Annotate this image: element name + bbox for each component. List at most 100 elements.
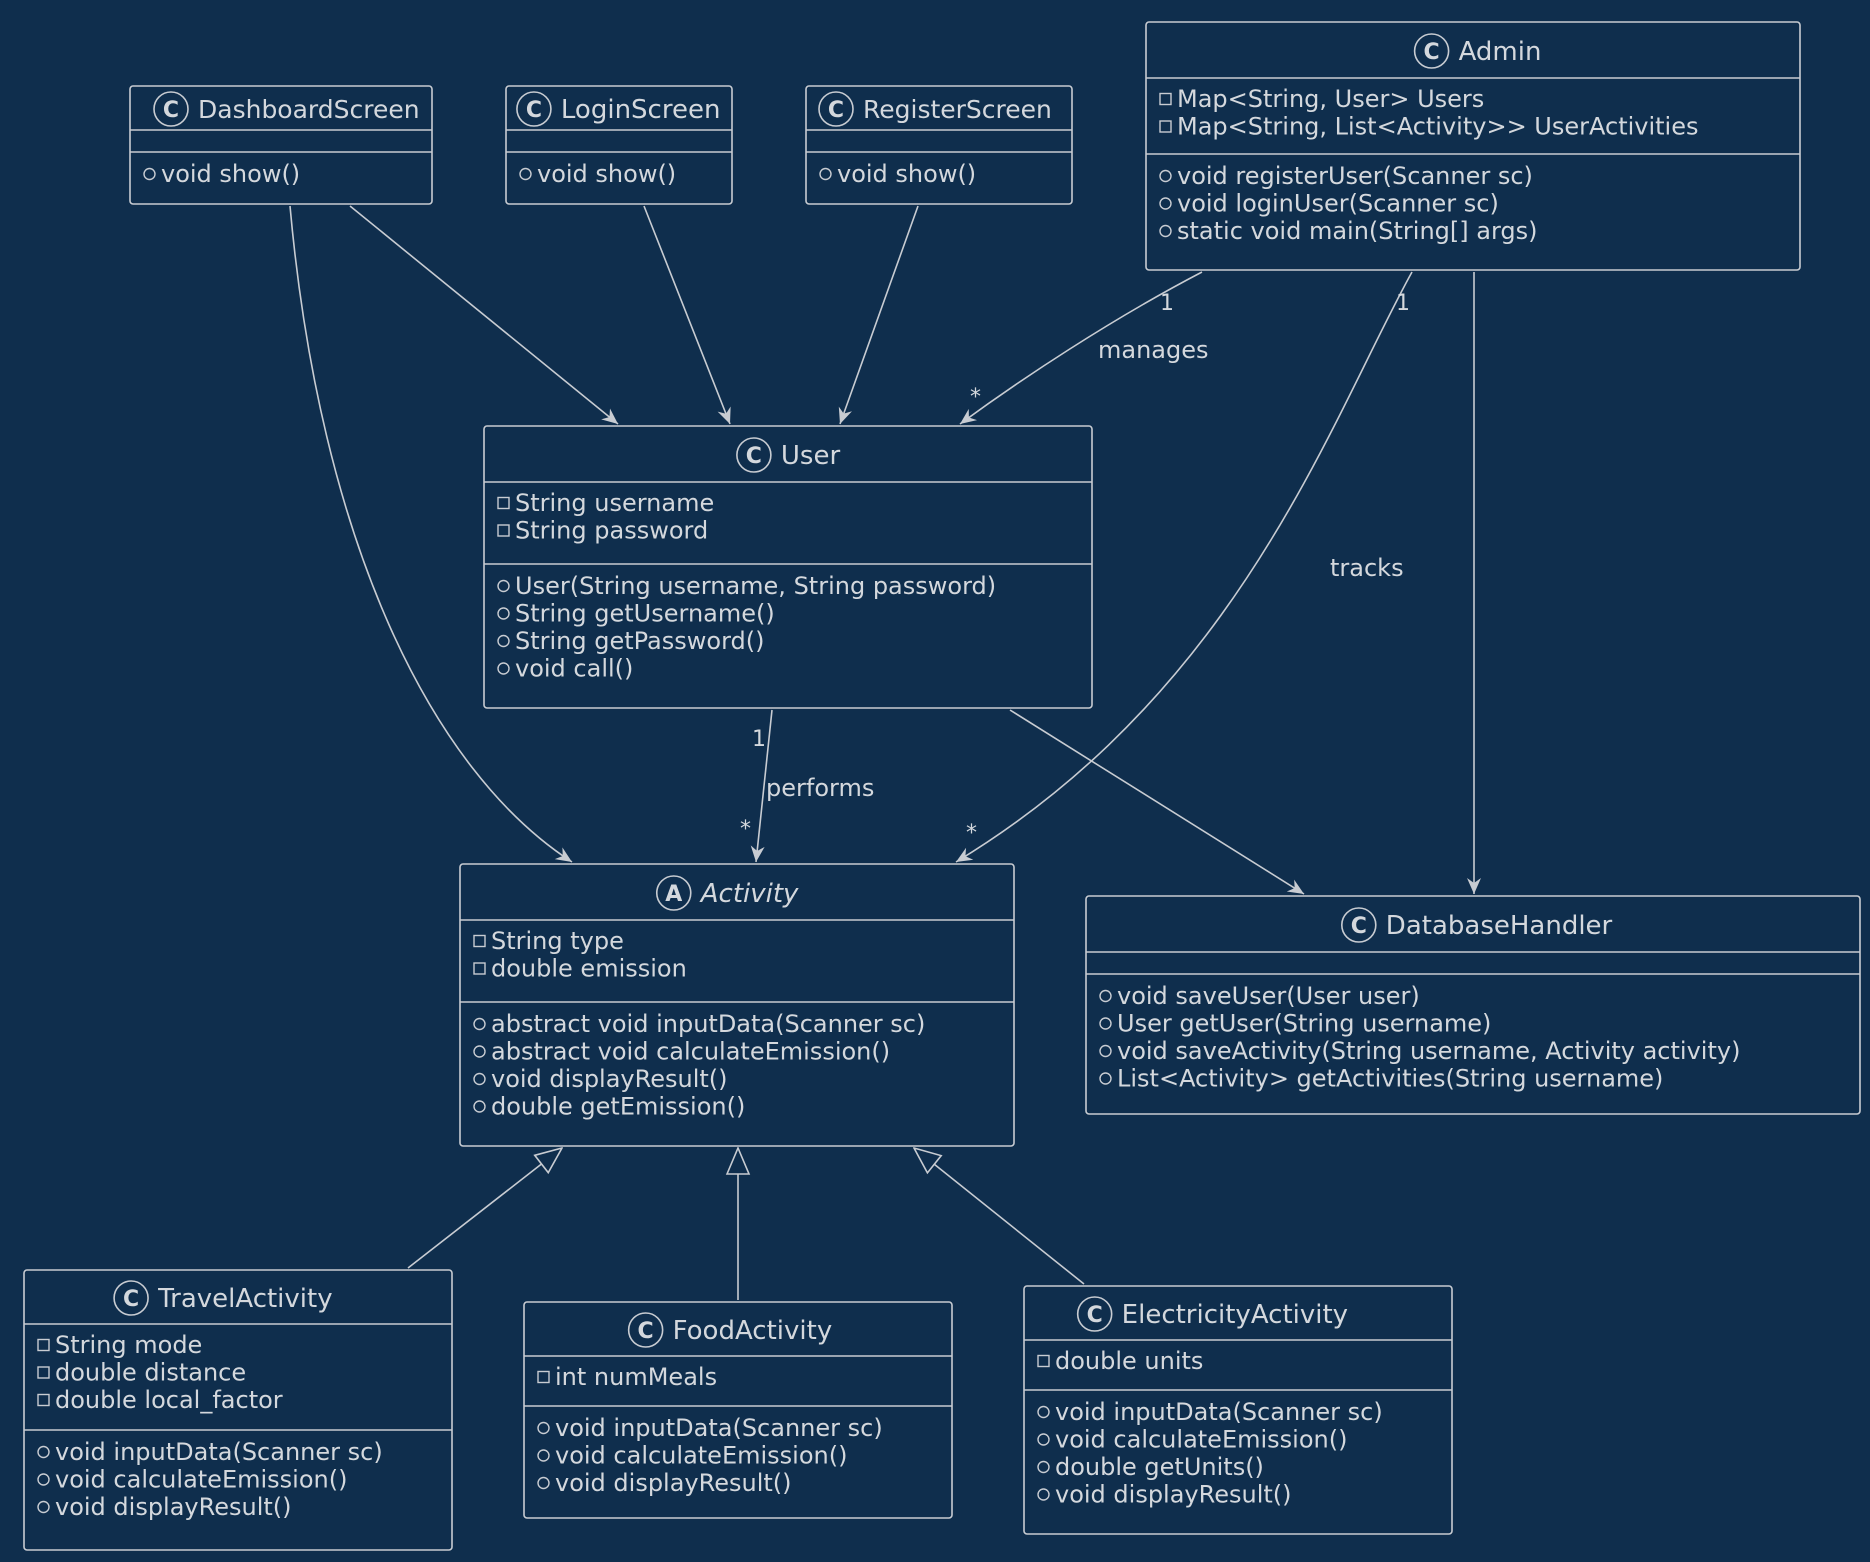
class-name: DashboardScreen <box>198 95 420 124</box>
public-visibility-icon <box>1159 224 1172 238</box>
class-icon: C <box>1341 907 1377 943</box>
class-name: FoodActivity <box>673 1316 833 1346</box>
private-visibility-icon <box>1037 1354 1050 1368</box>
class-icon: C <box>818 91 854 127</box>
method: void saveUser(User user) <box>1117 982 1420 1010</box>
class-icon: C <box>1076 1296 1113 1332</box>
public-visibility-icon <box>1159 197 1172 210</box>
class-box <box>505 85 733 205</box>
public-visibility-icon <box>1037 1433 1050 1446</box>
multiplicity-from-user-activity: 1 <box>752 727 766 752</box>
class-name: User <box>781 441 841 471</box>
public-visibility-icon <box>537 1476 550 1490</box>
class-box <box>1145 21 1801 271</box>
class-name: DatabaseHandler <box>1386 911 1613 941</box>
abstract-class-icon: A <box>655 875 692 911</box>
relation-admin-user <box>959 271 1203 425</box>
relation-user-activity <box>750 709 773 863</box>
method: User getUser(String username) <box>1117 1010 1491 1038</box>
multiplicity-from-admin-activity: 1 <box>1396 291 1410 316</box>
public-visibility-icon <box>519 167 532 181</box>
method: String getPassword() <box>515 627 765 655</box>
public-visibility-icon <box>473 1072 486 1086</box>
public-visibility-icon <box>473 1045 486 1058</box>
attribute: Map<String, List<Activity>> UserActiviti… <box>1177 113 1699 141</box>
method: void displayResult() <box>1055 1481 1292 1509</box>
private-visibility-icon <box>1159 92 1172 106</box>
public-visibility-icon <box>473 1017 486 1031</box>
class-icon: C <box>153 91 189 127</box>
method: void inputData(Scanner sc) <box>55 1438 383 1466</box>
relation-login-user <box>643 205 731 425</box>
stereotype-letter: C <box>163 98 179 123</box>
relation-label-admin-activity: tracks <box>1330 554 1404 582</box>
private-visibility-icon <box>497 496 510 510</box>
method: void show() <box>161 160 300 188</box>
public-visibility-icon <box>1099 1017 1112 1030</box>
class-box <box>1085 895 1861 1115</box>
stereotype-letter: A <box>665 882 682 907</box>
method: void loginUser(Scanner sc) <box>1177 190 1499 218</box>
method: void inputData(Scanner sc) <box>555 1414 883 1442</box>
public-visibility-icon <box>1099 1072 1112 1085</box>
public-visibility-icon <box>497 579 510 593</box>
attribute: double units <box>1055 1347 1203 1375</box>
private-visibility-icon <box>37 1338 50 1352</box>
classes-layer: C DashboardScreen void show() C LoginScreen v… <box>23 21 1861 1551</box>
attribute: String username <box>515 489 714 517</box>
class-icon: C <box>627 1312 664 1348</box>
relation-label-admin-user: manages <box>1098 336 1209 364</box>
public-visibility-icon <box>819 167 832 181</box>
public-visibility-icon <box>497 607 510 620</box>
public-visibility-icon <box>1037 1460 1050 1474</box>
multiplicity-to-admin-activity: * <box>966 821 977 846</box>
public-visibility-icon <box>37 1500 50 1514</box>
class-name: Activity <box>699 879 799 909</box>
public-visibility-icon <box>1099 1044 1112 1058</box>
stereotype-letter: C <box>1424 40 1440 65</box>
class-icon: C <box>113 1280 149 1316</box>
method: void calculateEmission() <box>555 1442 847 1470</box>
class-box <box>1023 1285 1453 1535</box>
relation-user-database <box>1009 709 1305 895</box>
public-visibility-icon <box>497 662 510 675</box>
method: void show() <box>537 160 676 188</box>
private-visibility-icon <box>473 962 486 975</box>
public-visibility-icon <box>497 634 510 648</box>
method: List<Activity> getActivities(String user… <box>1117 1065 1663 1093</box>
stereotype-letter: C <box>828 98 844 123</box>
class-DatabaseHandler: C DatabaseHandler void saveUser(User user)… <box>1085 895 1861 1115</box>
method: double getEmission() <box>491 1093 745 1121</box>
relation-travel-inherits <box>407 1148 562 1269</box>
class-icon: C <box>1413 33 1450 69</box>
public-visibility-icon <box>37 1473 50 1486</box>
method: void displayResult() <box>555 1469 792 1497</box>
method: void displayResult() <box>491 1065 728 1093</box>
class-name: LoginScreen <box>561 95 721 125</box>
relation-dashboard-user <box>349 205 619 425</box>
method: void registerUser(Scanner sc) <box>1177 162 1533 190</box>
class-box <box>459 863 1015 1147</box>
private-visibility-icon <box>497 524 510 537</box>
public-visibility-icon <box>1037 1488 1050 1501</box>
class-name: ElectricityActivity <box>1122 1300 1348 1330</box>
relation-register-user <box>838 205 919 425</box>
public-visibility-icon <box>473 1100 486 1113</box>
class-name: RegisterScreen <box>863 95 1052 124</box>
class-box <box>483 425 1093 709</box>
attribute: double distance <box>55 1359 246 1387</box>
public-visibility-icon <box>537 1421 550 1435</box>
relation-dashboard-activity <box>289 205 573 863</box>
stereotype-letter: C <box>746 444 762 469</box>
method: static void main(String[] args) <box>1177 217 1538 245</box>
class-name: Admin <box>1459 37 1542 67</box>
